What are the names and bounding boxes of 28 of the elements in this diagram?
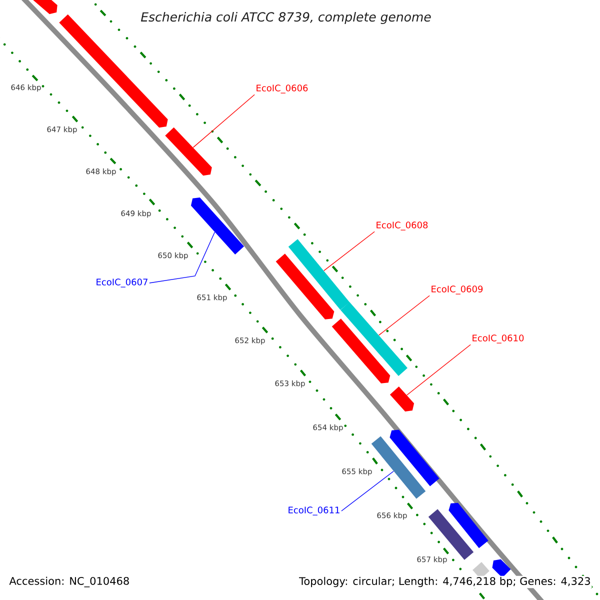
leader-line [341, 470, 394, 512]
gene-label: EcoIC_0611 [288, 506, 340, 516]
gene-block [190, 198, 244, 254]
gene-block [288, 239, 350, 310]
gene-label: EcoIC_0609 [432, 286, 483, 294]
gene-block [165, 127, 212, 176]
leader-line [378, 295, 430, 336]
gene-block [340, 302, 408, 376]
accession-text: Accession: NC_010468 [9, 576, 129, 588]
genome-info-text: Topology: circular; Length: 4,746,218 bp; Genes: 4,323 [298, 576, 592, 588]
gene-block [371, 436, 426, 499]
gene-block [492, 559, 511, 578]
gene-label: EcoIC_0607 [96, 278, 148, 288]
gene-block [390, 430, 440, 486]
gene-label: EcoIC_0606 [256, 84, 308, 94]
gene-label: EcoIC_0608 [376, 222, 428, 230]
leader-line [149, 232, 216, 284]
gene-block [30, 0, 58, 14]
gene-label: EcoIC_0610 [472, 334, 524, 344]
leader-line [406, 344, 471, 396]
map-title: Escherichia coli ATCC 8739, complete genome [140, 12, 431, 24]
gene-block [472, 562, 490, 579]
gene-block [276, 254, 334, 320]
gene-block [332, 318, 390, 384]
gene-block [448, 502, 488, 548]
gene-block [390, 386, 414, 412]
leader-line [324, 231, 375, 272]
leader-line [192, 94, 255, 148]
